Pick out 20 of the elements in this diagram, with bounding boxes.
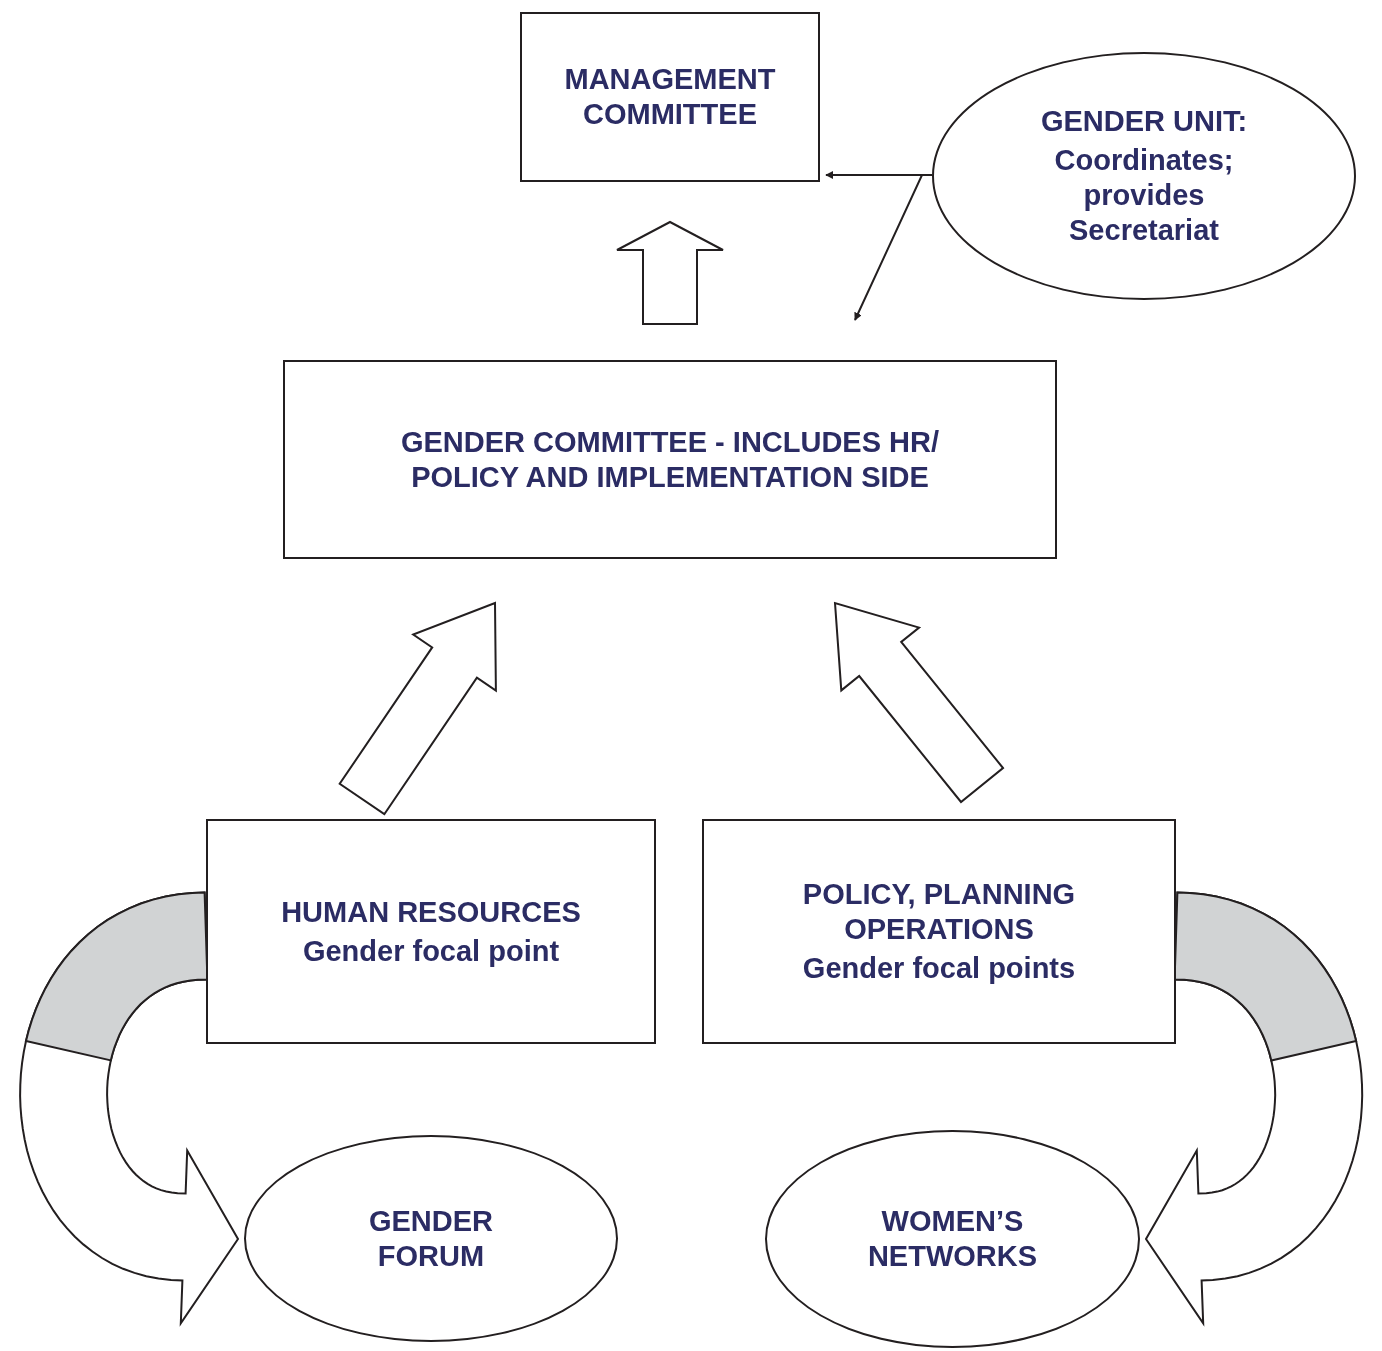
process-box — [206, 819, 656, 1044]
node-text: Coordinates; provides Secretariat — [1053, 143, 1235, 248]
node-text: Gender focal point — [302, 933, 560, 969]
node-heading: GENDER FORUM — [367, 1203, 495, 1274]
curved-arrow — [19, 891, 240, 1327]
node-heading: GENDER COMMITTEE - INCLUDES HR/ POLICY AND IMPLEMENTATION SIDE — [399, 424, 941, 495]
node-heading: MANAGEMENT COMMITTEE — [563, 62, 777, 132]
block-arrow — [338, 601, 497, 816]
block-arrow — [833, 601, 1005, 804]
curved-arrow — [1144, 891, 1364, 1327]
process-box — [520, 12, 820, 182]
arrow — [854, 174, 933, 321]
node-text: Gender focal points — [802, 950, 1076, 986]
node-heading: GENDER UNIT: — [1040, 104, 1248, 140]
node-heading: WOMEN’S NETWORKS — [866, 1204, 1039, 1274]
node-heading: POLICY, PLANNING OPERATIONS — [801, 877, 1077, 947]
block-arrow — [616, 220, 724, 325]
process-box — [702, 819, 1176, 1044]
node-heading: HUMAN RESOURCES — [281, 894, 581, 930]
process-box — [283, 360, 1057, 559]
